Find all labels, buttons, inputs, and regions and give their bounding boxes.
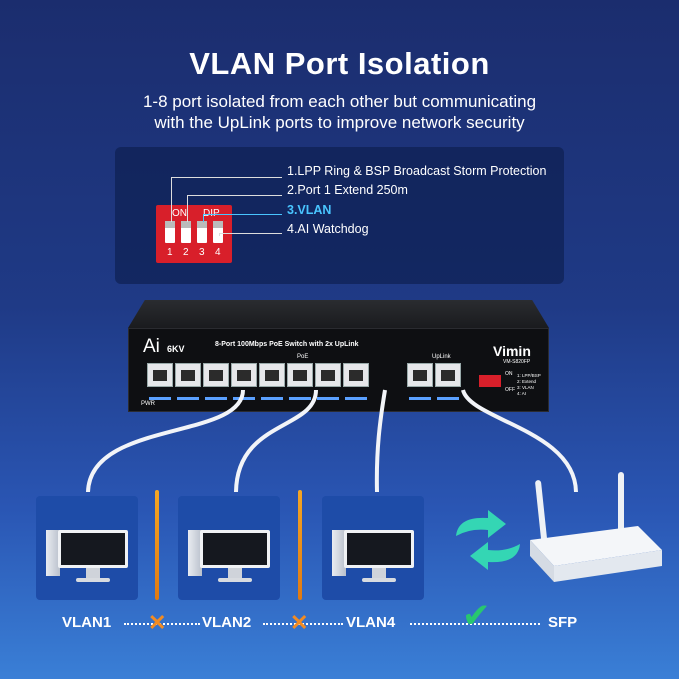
device-legend-1: 1: LPP/BSP <box>517 373 541 378</box>
device-dip-switch <box>479 375 501 387</box>
dip-option-2: 2.Port 1 Extend 250m <box>287 183 408 197</box>
computer-vlan1 <box>36 496 138 600</box>
dip-toggle-4 <box>213 221 223 243</box>
device-legend-3: 3: VLAN <box>517 385 534 390</box>
uplink-port-1 <box>407 363 433 387</box>
dip-number-4: 4 <box>215 247 221 258</box>
leader-line-2 <box>187 195 282 222</box>
isolation-divider-1 <box>155 490 159 600</box>
computer-vlan4 <box>322 496 424 600</box>
connector-dots-3 <box>410 623 540 625</box>
dip-toggle-3 <box>197 221 207 243</box>
device-off-label: OFF <box>505 387 515 393</box>
uplink-label: UpLink <box>432 354 451 360</box>
switch-front-panel: Ai 6KV 8-Port 100Mbps PoE Switch with 2x… <box>128 328 549 412</box>
switch-brand: Vimin <box>493 343 531 359</box>
port-led <box>317 397 339 400</box>
switch-logo: Ai <box>143 336 160 357</box>
poe-port-4 <box>231 363 257 387</box>
leader-line-3 <box>203 214 282 222</box>
monitor-icon <box>200 530 270 568</box>
dip-option-1: 1.LPP Ring & BSP Broadcast Storm Protect… <box>287 164 547 178</box>
pc-tower-icon <box>46 530 60 576</box>
subtitle-line-1: 1-8 port isolated from each other but co… <box>142 92 537 111</box>
port-led <box>149 397 171 400</box>
connector-dots-2 <box>263 623 343 625</box>
dip-on-label: ON <box>172 208 187 219</box>
port-led <box>233 397 255 400</box>
device-legend-2: 2: Extend <box>517 379 537 384</box>
monitor-icon <box>344 530 414 568</box>
dip-option-3: 3.VLAN <box>287 203 332 217</box>
connector-dots-1 <box>124 623 200 625</box>
cable-router <box>461 389 578 493</box>
dip-switch-panel: ON DIP 1 2 3 4 1.LPP Ring & BSP Broadcas… <box>115 147 564 284</box>
label-sfp: SFP <box>548 614 578 631</box>
allowed-check-icon: ✔ <box>462 597 491 635</box>
port-led <box>261 397 283 400</box>
dip-option-4: 4.AI Watchdog <box>287 222 369 236</box>
leader-line-4 <box>219 233 282 236</box>
switch-description: 8-Port 100Mbps PoE Switch with 2x UpLink <box>215 341 359 348</box>
uplink-port-2 <box>435 363 461 387</box>
dip-toggle-2 <box>181 221 191 243</box>
poe-label: PoE <box>297 354 309 360</box>
poe-port-3 <box>203 363 229 387</box>
port-led <box>409 397 431 400</box>
sync-arrows-icon <box>456 510 520 570</box>
dip-toggle-1 <box>165 221 175 243</box>
switch-model: VM-S820FP <box>503 359 531 365</box>
port-led <box>177 397 199 400</box>
port-led <box>205 397 227 400</box>
device-legend-4: 4: AI <box>517 391 527 396</box>
poe-port-1 <box>147 363 173 387</box>
poe-port-5 <box>259 363 285 387</box>
cable-vlan1 <box>86 389 245 493</box>
page-title: VLAN Port Isolation <box>189 46 490 81</box>
computer-vlan2 <box>178 496 280 600</box>
dip-label: DIP <box>203 208 220 219</box>
port-led <box>289 397 311 400</box>
poe-port-2 <box>175 363 201 387</box>
network-switch: Ai 6KV 8-Port 100Mbps PoE Switch with 2x… <box>128 300 549 412</box>
port-led <box>345 397 367 400</box>
label-vlan2: VLAN2 <box>202 614 252 631</box>
dip-number-2: 2 <box>183 247 189 258</box>
dip-number-3: 3 <box>199 247 205 258</box>
switch-kv: 6KV <box>167 344 185 354</box>
cable-vlan2 <box>234 389 318 493</box>
switch-top <box>128 300 549 328</box>
blocked-x-icon: ✕ <box>290 610 309 635</box>
pwr-label: PWR <box>141 401 155 407</box>
poe-port-6 <box>287 363 313 387</box>
label-vlan1: VLAN1 <box>62 614 112 631</box>
pc-tower-icon <box>188 530 202 576</box>
poe-port-7 <box>315 363 341 387</box>
blocked-x-icon: ✕ <box>148 610 167 635</box>
subtitle-line-2: with the UpLink ports to improve network… <box>154 113 525 132</box>
port-led <box>437 397 459 400</box>
monitor-icon <box>58 530 128 568</box>
device-on-label: ON <box>505 371 513 377</box>
leader-line-1 <box>171 177 282 222</box>
isolation-divider-2 <box>298 490 302 600</box>
label-vlan4: VLAN4 <box>346 614 396 631</box>
cable-vlan4 <box>374 389 387 493</box>
poe-port-8 <box>343 363 369 387</box>
pc-tower-icon <box>332 530 346 576</box>
router-icon <box>530 472 662 582</box>
dip-number-1: 1 <box>167 247 173 258</box>
